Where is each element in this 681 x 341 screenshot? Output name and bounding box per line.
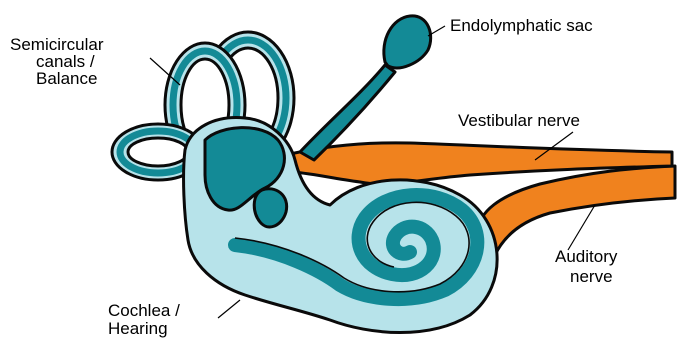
lateral-canal-hole [128,138,188,166]
saccule [254,189,286,227]
auditory-label-line2: nerve [570,267,613,286]
endolymphatic-sac [384,16,431,68]
endolymphatic-label: Endolymphatic sac [450,16,593,35]
semicircular-label-line3: Balance [36,69,97,88]
cochlea-leader [218,300,240,318]
vestibular-label: Vestibular nerve [458,111,580,130]
auditory-leader [568,205,595,250]
cochlea-label-line2: Hearing [108,319,168,338]
cochlea-label-line1: Cochlea / [108,301,180,320]
auditory-label-line1: Auditory [555,247,618,266]
